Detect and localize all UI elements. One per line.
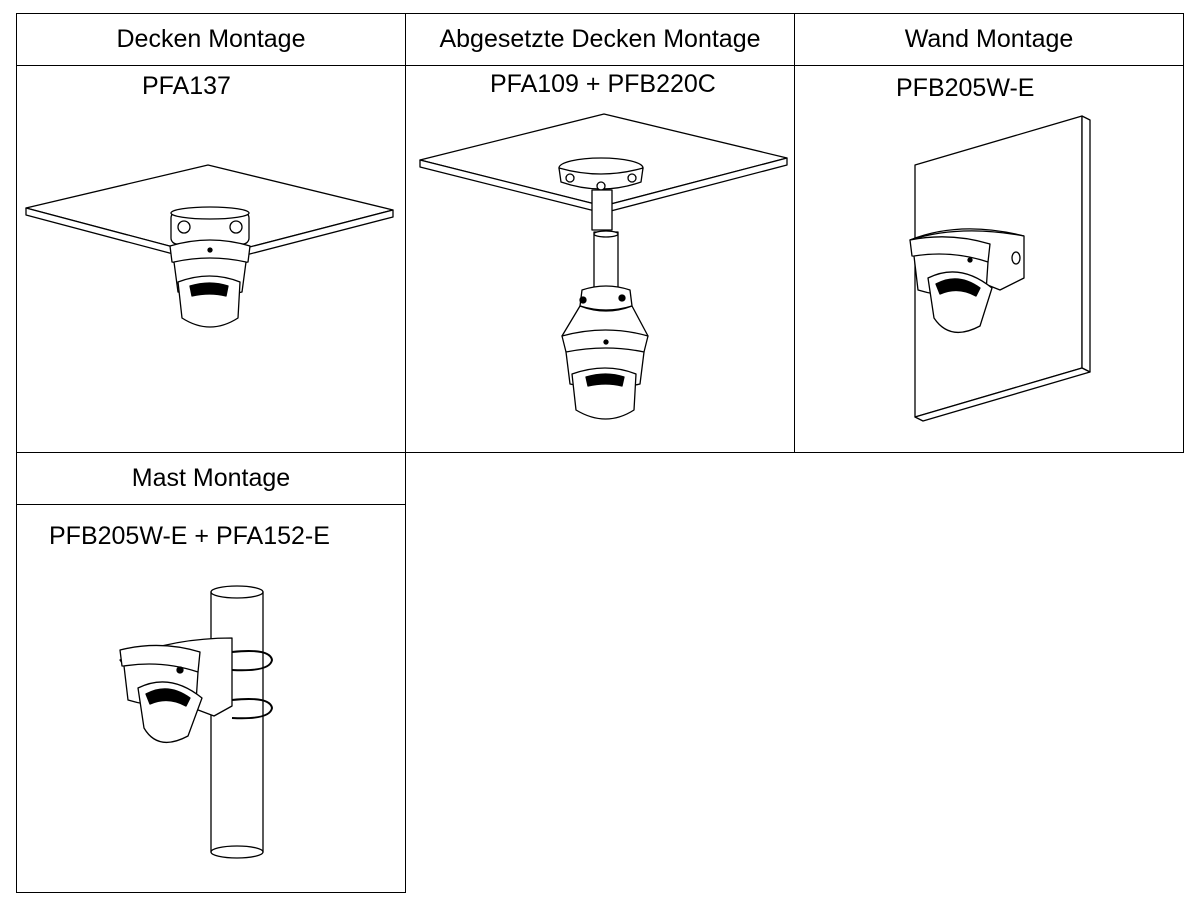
wall-mount-title: Wand Montage — [904, 25, 1074, 53]
pole-mount-model: PFB205W-E + PFA152-E — [49, 522, 330, 550]
pole-mount-title: Mast Montage — [131, 464, 291, 492]
wall-mount-model: PFB205W-E — [896, 74, 1035, 102]
ceiling-mount-title: Decken Montage — [116, 25, 306, 53]
pendant-mount-title: Abgesetzte Decken Montage — [439, 25, 761, 53]
ceiling-mount-model: PFA137 — [142, 72, 231, 100]
pendant-mount-model: PFA109 + PFB220C — [490, 70, 716, 98]
pendant-mount-header: Abgesetzte Decken Montage — [405, 13, 795, 66]
